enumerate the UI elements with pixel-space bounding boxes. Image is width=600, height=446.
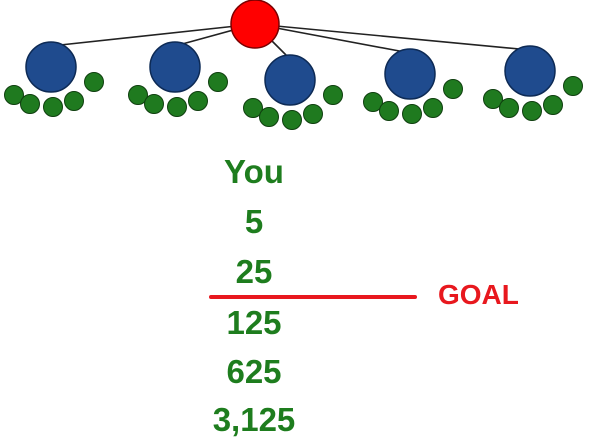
level2-node-3-1 — [243, 98, 263, 118]
level2-node-1-4 — [64, 91, 84, 111]
level2-node-5-2 — [499, 98, 519, 118]
level2-node-3-2 — [259, 107, 279, 127]
level-label-2: 25 — [235, 253, 273, 290]
level-label-5: 3,125 — [212, 401, 296, 438]
goal-label: GOAL — [438, 279, 519, 310]
level2-node-5-3 — [522, 101, 542, 121]
level1-node-5 — [504, 45, 556, 97]
level2-node-5-4 — [543, 95, 563, 115]
edge-root-to-member-5 — [254, 23, 531, 51]
level2-node-4-3 — [402, 104, 422, 124]
level2-node-5-5 — [563, 76, 583, 96]
level2-node-2-3 — [167, 97, 187, 117]
level2-node-2-4 — [188, 91, 208, 111]
level1-node-1 — [25, 41, 77, 93]
level-label-4: 625 — [226, 353, 282, 390]
level1-node-2 — [149, 41, 201, 93]
level2-node-4-1 — [363, 92, 383, 112]
level2-node-1-5 — [84, 72, 104, 92]
level2-node-3-3 — [282, 110, 302, 130]
level2-node-4-2 — [379, 101, 399, 121]
level2-node-2-2 — [144, 94, 164, 114]
level2-node-5-1 — [483, 89, 503, 109]
level-label-you: You — [224, 153, 284, 190]
team-tree-diagram — [4, 0, 583, 130]
level-label-3: 125 — [226, 304, 282, 341]
level1-node-4 — [384, 48, 436, 100]
level2-node-3-4 — [303, 104, 323, 124]
level2-node-1-2 — [20, 94, 40, 114]
level2-node-4-5 — [443, 79, 463, 99]
level1-node-3 — [264, 54, 316, 106]
level2-node-4-4 — [423, 98, 443, 118]
level2-node-2-1 — [128, 85, 148, 105]
edge-root-to-member-4 — [254, 23, 411, 54]
level2-node-2-5 — [208, 72, 228, 92]
level-label-1: 5 — [244, 203, 264, 240]
level2-node-3-5 — [323, 85, 343, 105]
level2-node-1-1 — [4, 85, 24, 105]
edge-root-to-member-1 — [50, 23, 256, 47]
goal-line — [209, 295, 417, 299]
root-node-you — [230, 0, 280, 49]
level2-node-1-3 — [43, 97, 63, 117]
